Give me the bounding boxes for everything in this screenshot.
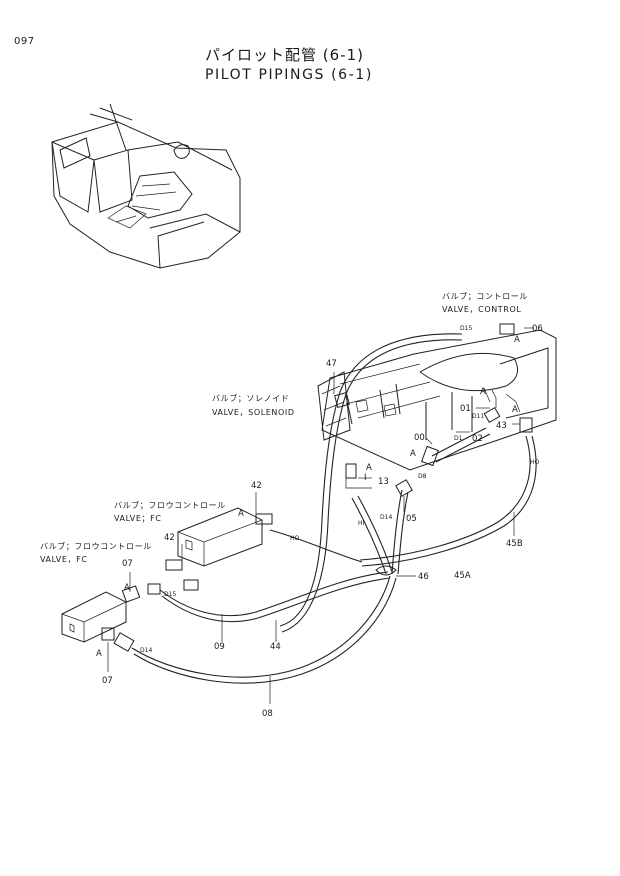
port-d15: D15 — [460, 325, 472, 332]
excavator-overview-illustration — [51, 103, 241, 269]
marker-a: A — [96, 649, 102, 659]
port-ho: HO — [290, 535, 300, 542]
page-number: 097 — [14, 36, 35, 47]
solenoid-valve-block — [317, 371, 351, 441]
flow-control-valve-upper — [177, 507, 263, 567]
part-43: 43 — [496, 421, 507, 431]
leader-lines — [107, 327, 534, 704]
marker-a: A — [512, 405, 518, 415]
valve-fc-upper-en: VALVE；FC — [114, 514, 162, 523]
page-title-japanese: パイロット配管 (6-1) — [205, 46, 364, 64]
port-codes: D15 D11 D1 D14 HI HO D15 D14 HO D8 — [140, 325, 540, 654]
part-number-callouts: 06 47 01 43 00 02 13 42 05 45B 42 46 45A… — [102, 324, 543, 719]
part-07-upper: 07 — [122, 559, 133, 569]
part-13: 13 — [378, 477, 389, 487]
valve-control-jp: バルブ；コントロール — [442, 291, 528, 301]
part-42-lower: 42 — [164, 533, 175, 543]
part-07-lower: 07 — [102, 676, 113, 686]
part-02: 02 — [472, 434, 483, 444]
valve-solenoid-jp: バルブ；ソレノイド — [212, 393, 289, 403]
part-05: 05 — [406, 514, 417, 524]
port-d14: D14 — [380, 514, 392, 521]
part-06: 06 — [532, 324, 543, 334]
component-labels: バルブ；コントロール VALVE，CONTROL バルブ；ソレノイド VALVE… — [40, 291, 528, 564]
port-d11: D11 — [472, 413, 484, 420]
flow-control-valve-lower — [61, 591, 127, 643]
part-46: 46 — [418, 572, 429, 582]
part-45a: 45A — [454, 571, 471, 581]
part-09: 09 — [214, 642, 225, 652]
port-d8: D8 — [418, 473, 427, 480]
pilot-hoses — [131, 333, 537, 684]
marker-a: A — [124, 583, 130, 593]
port-d14: D14 — [140, 647, 152, 654]
control-valve-body — [321, 329, 557, 471]
part-44: 44 — [270, 642, 281, 652]
part-00: 00 — [414, 433, 425, 443]
port-hi: HI — [358, 520, 365, 527]
valve-fc-lower-en: VALVE，FC — [40, 555, 88, 564]
marker-a: A — [238, 509, 244, 519]
valve-fc-lower-jp: バルブ；フロウコントロール — [40, 541, 152, 551]
marker-i: I — [364, 473, 367, 483]
valve-solenoid-en: VALVE，SOLENOID — [212, 408, 295, 417]
part-45b: 45B — [506, 539, 523, 549]
fittings — [101, 323, 533, 652]
page-title-english: PILOT PIPINGS (6-1) — [205, 67, 373, 83]
marker-a: A — [410, 449, 416, 459]
marker-a: A — [514, 335, 520, 345]
port-ho: HO — [530, 459, 540, 466]
port-d15: D15 — [164, 591, 176, 598]
part-01: 01 — [460, 404, 471, 414]
part-42-upper: 42 — [251, 481, 262, 491]
valve-control-en: VALVE，CONTROL — [442, 305, 521, 314]
valve-fc-upper-jp: バルブ；フロウコントロール — [114, 500, 226, 510]
part-47: 47 — [326, 359, 337, 369]
part-08: 08 — [262, 709, 273, 719]
view-markers: A A A A A A A A I — [96, 335, 520, 659]
marker-a: A — [480, 387, 486, 397]
port-d1: D1 — [454, 435, 463, 442]
marker-a: A — [366, 463, 372, 473]
